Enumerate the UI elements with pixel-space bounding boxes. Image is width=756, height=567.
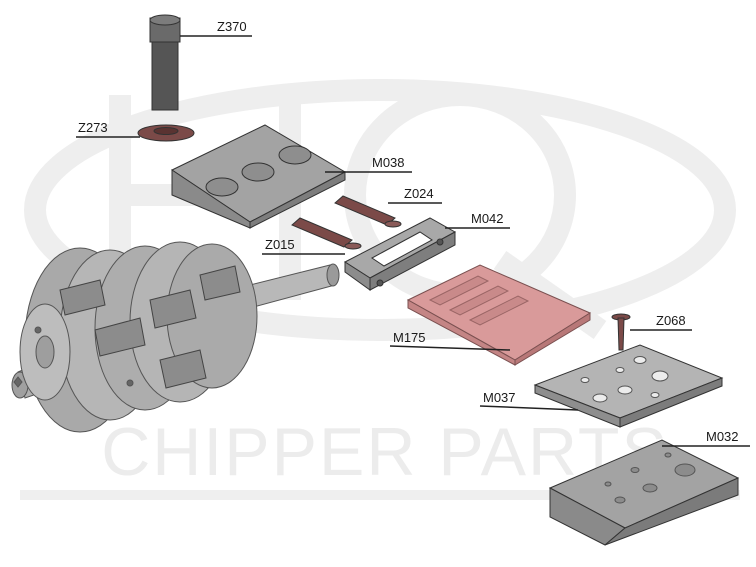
watermark-underline [20,490,740,500]
part-label-m175: M175 [389,330,511,351]
part-code: Z273 [78,120,108,135]
part-m037-plate [533,344,724,428]
part-code: Z068 [656,313,686,328]
part-code: M037 [483,390,516,405]
part-code: Z024 [404,186,434,201]
rotor-assembly [11,241,340,433]
part-m038-clamp [170,124,347,229]
part-label-z273: Z273 [76,120,140,138]
part-code: M038 [372,155,405,170]
part-label-m032: M032 [662,429,750,447]
watermark-brand-text: CHIPPER PARTS [101,414,669,490]
part-label-m038: M038 [325,155,412,173]
part-m032-plate [548,439,740,546]
part-label-z015: Z015 [262,237,345,255]
part-z068-screw [611,313,631,351]
part-z273-washer [137,124,195,142]
part-label-z370: Z370 [180,19,252,37]
part-code: Z370 [217,19,247,34]
part-label-z068: Z068 [630,313,692,331]
part-label-z024: Z024 [388,186,442,204]
part-z024-pins [291,195,396,248]
part-code: Z015 [265,237,295,252]
part-z015-clips [344,220,402,250]
part-label-m037: M037 [479,390,579,411]
part-code: M032 [706,429,739,444]
part-z370-bolt [149,14,181,111]
part-code: M175 [393,330,426,345]
part-m042-bracket [344,217,457,291]
part-label-m042: M042 [445,211,510,229]
part-code: M042 [471,211,504,226]
